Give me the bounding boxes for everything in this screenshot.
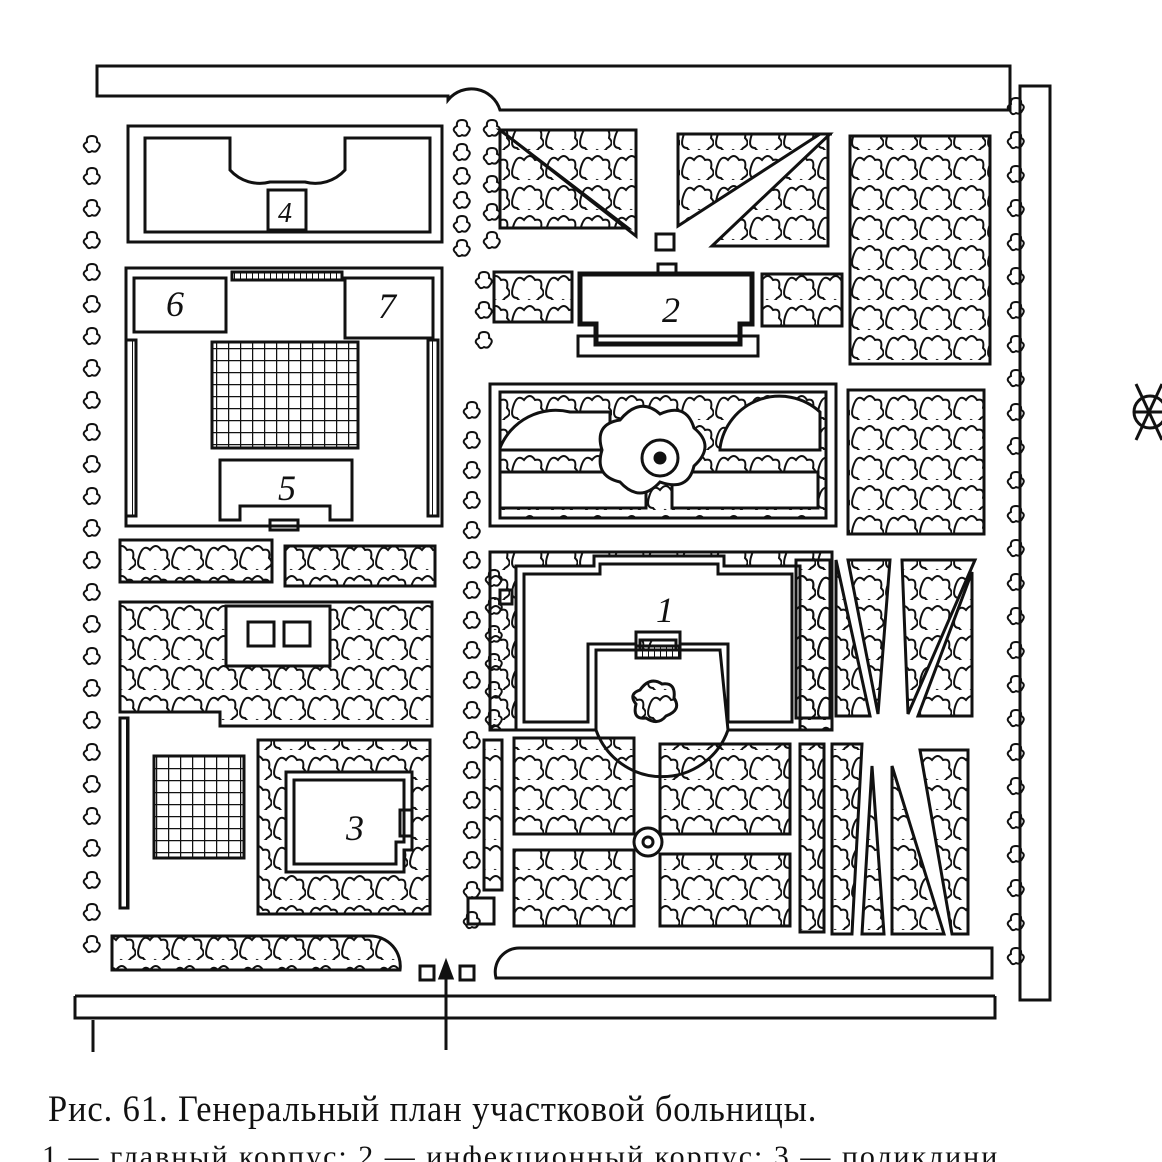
tree-icon bbox=[452, 191, 471, 210]
tree-icon bbox=[452, 143, 471, 162]
tree-icon bbox=[82, 647, 101, 666]
tree-icon bbox=[82, 743, 101, 762]
tree-icon bbox=[462, 521, 481, 540]
tree-icon bbox=[82, 295, 101, 314]
tree-icon bbox=[82, 231, 101, 250]
tree-icon bbox=[82, 359, 101, 378]
tree-icon bbox=[82, 327, 101, 346]
tree-icon bbox=[462, 761, 481, 780]
tree-icon bbox=[82, 263, 101, 282]
tree-icon bbox=[462, 731, 481, 750]
tree-icon bbox=[482, 175, 501, 194]
tree-icon bbox=[462, 611, 481, 630]
building-5-label: 5 bbox=[278, 468, 296, 508]
tree-icon bbox=[82, 167, 101, 186]
tree-icon bbox=[474, 301, 493, 320]
tree-icon bbox=[482, 147, 501, 166]
tree-icon bbox=[462, 551, 481, 570]
building-2-label: 2 bbox=[662, 290, 680, 330]
tree-icon bbox=[474, 271, 493, 290]
tree-icon bbox=[462, 491, 481, 510]
tree-icon bbox=[82, 679, 101, 698]
tree-icon bbox=[82, 935, 101, 954]
tree-icon bbox=[82, 839, 101, 858]
tree-icon bbox=[474, 331, 493, 350]
tree-icon bbox=[462, 671, 481, 690]
tree-icon bbox=[462, 821, 481, 840]
tree-icon bbox=[482, 231, 501, 250]
building-3-label: 3 bbox=[345, 808, 364, 848]
tree-icon bbox=[462, 881, 481, 900]
tree-icon bbox=[452, 119, 471, 138]
site-plan: 1 2 3 4 5 6 7 bbox=[73, 64, 1162, 1052]
tree-icon bbox=[82, 199, 101, 218]
tree-icon bbox=[82, 583, 101, 602]
tree-icon bbox=[82, 135, 101, 154]
tree-icon bbox=[82, 807, 101, 826]
building-7-label: 7 bbox=[378, 286, 398, 326]
tree-icon bbox=[462, 581, 481, 600]
tree-icon bbox=[82, 487, 101, 506]
tree-icon bbox=[82, 551, 101, 570]
tree-icon bbox=[462, 911, 481, 930]
tree-icon bbox=[82, 519, 101, 538]
figure-title: Рис. 61. Генеральный план участковой бол… bbox=[48, 1089, 818, 1130]
tree-icon bbox=[82, 711, 101, 730]
tree-icon bbox=[82, 775, 101, 794]
compass-icon bbox=[1132, 383, 1162, 441]
figure-legend: 1 — главный корпус; 2 — инфекционный кор… bbox=[42, 1140, 1028, 1162]
tree-icon bbox=[462, 791, 481, 810]
tree-icon bbox=[462, 701, 481, 720]
tree-icon bbox=[462, 461, 481, 480]
tree-icon bbox=[482, 119, 501, 138]
tree-icon bbox=[82, 615, 101, 634]
building-1-label: 1 bbox=[656, 590, 674, 630]
tree-icon bbox=[82, 903, 101, 922]
tree-icon bbox=[82, 455, 101, 474]
tree-icon bbox=[482, 203, 501, 222]
building-6-label: 6 bbox=[166, 284, 184, 324]
tree-icon bbox=[462, 641, 481, 660]
tree-icon bbox=[452, 167, 471, 186]
building-4-block bbox=[126, 124, 444, 244]
tree-icon bbox=[462, 401, 481, 420]
tree-icon bbox=[82, 423, 101, 442]
tree-icon bbox=[462, 851, 481, 870]
tree-icon bbox=[82, 871, 101, 890]
building-4-label: 4 bbox=[278, 198, 292, 229]
tree-icon bbox=[452, 215, 471, 234]
tree-icon bbox=[82, 391, 101, 410]
tree-icon bbox=[452, 239, 471, 258]
tree-icon bbox=[462, 431, 481, 450]
